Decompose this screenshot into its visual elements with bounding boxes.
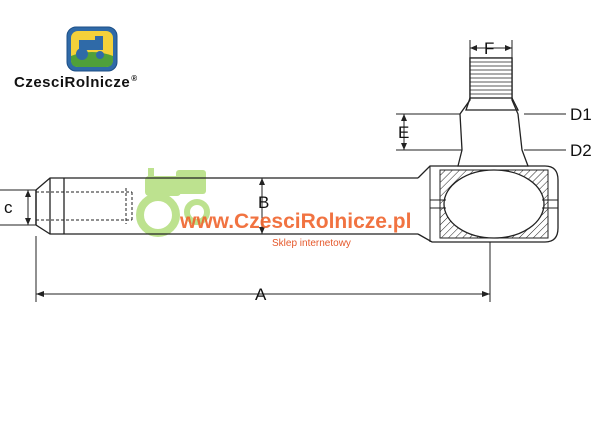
dimension-label-d1: D1 <box>570 105 592 124</box>
registered-mark: ® <box>131 74 138 83</box>
dimension-label-a: A <box>255 285 267 304</box>
dimension-arrows <box>25 45 512 297</box>
internal-thread <box>36 188 133 224</box>
watermark-url: www.CzesciRolnicze.pl <box>179 210 411 233</box>
watermark-subtitle: Sklep internetowy <box>272 238 351 249</box>
dimension-label-d2: D2 <box>570 141 592 160</box>
dimension-label-e: E <box>398 123 409 142</box>
dimension-label-f: F <box>484 39 494 58</box>
dimension-label-b: B <box>258 193 269 212</box>
dimension-label-c: c <box>4 198 13 217</box>
ball-stud <box>457 57 529 167</box>
brand-name: CzesciRolnicze® <box>14 74 138 91</box>
brand-text: CzesciRolnicze <box>14 74 131 91</box>
brand-logo: CzesciRolnicze® <box>14 26 184 96</box>
joint-housing <box>417 165 559 243</box>
tractor-badge-icon <box>66 26 118 72</box>
watermark-tractor-icon <box>136 168 210 237</box>
